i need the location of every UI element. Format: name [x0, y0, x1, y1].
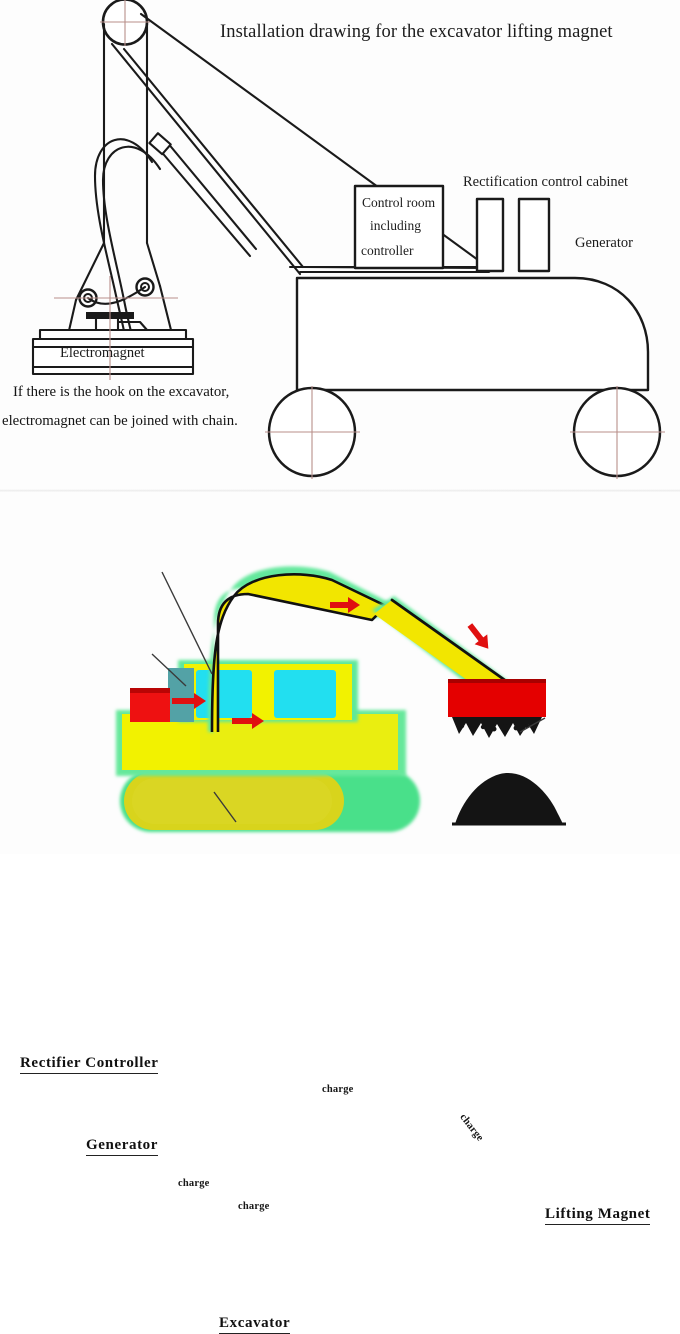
bottom-illustration-panel: Rectifier Controller Generator Lifting M… — [0, 492, 680, 1334]
callout-lifting-magnet: Lifting Magnet — [545, 1206, 651, 1225]
boom-mast — [102, 22, 149, 245]
lifting-magnet-top-edge — [448, 679, 546, 683]
charge-arrow-3 — [330, 597, 360, 613]
excavator-upper-structure — [178, 660, 358, 722]
centerline-group — [54, 0, 665, 479]
excavator-arm-group — [372, 596, 520, 706]
boom-arm-lower — [110, 42, 302, 276]
leader-generator — [151, 653, 187, 687]
generator-unit-top — [130, 688, 170, 693]
panel-divider — [0, 489, 680, 492]
note-text-line1: If there is the hook on the excavator, — [13, 384, 230, 400]
electromagnet-base-plate — [31, 365, 195, 376]
linkage-bar — [86, 285, 147, 305]
generator-label: Generator — [575, 235, 633, 251]
scrap-metal-pile — [455, 772, 563, 824]
cab-window-right — [274, 670, 336, 718]
callout-leader-lines — [151, 571, 546, 823]
callout-excavator: Excavator — [219, 1315, 291, 1334]
crawler-track-highlight — [132, 778, 332, 824]
electromagnet-top-plate — [38, 328, 188, 341]
boom-mast-foot — [74, 241, 162, 302]
hydraulic-hose-inner — [101, 145, 162, 340]
generator-unit-group — [130, 688, 170, 722]
scrap-metal-pile-group — [452, 772, 566, 826]
top-diagram-drawing — [31, 0, 665, 479]
lifting-magnet-group — [448, 679, 546, 738]
magnet-cable — [116, 320, 149, 332]
rectification-cabinet-box-1 — [475, 197, 505, 273]
charge-arrow-group — [172, 597, 489, 729]
page-title: Installation drawing for the excavator l… — [220, 22, 613, 42]
charge-arrow-2 — [232, 713, 264, 729]
machine-body-shell — [295, 276, 650, 392]
control-room-box — [353, 184, 445, 270]
rectifier-controller-unit — [168, 668, 194, 722]
arm-body — [374, 600, 516, 702]
cab-window-left — [196, 670, 252, 718]
cab-pillar — [252, 668, 274, 720]
control-room-label-line3: controller — [361, 243, 414, 258]
bottom-diagram-drawing — [116, 566, 566, 832]
control-room-label-line1: Control room — [362, 195, 436, 210]
generator-unit — [130, 688, 170, 722]
leader-lifting-magnet — [519, 717, 546, 733]
rectification-cabinet-box-2 — [517, 197, 551, 273]
lifting-magnet-body — [448, 679, 546, 717]
hydraulic-cylinder-collar — [148, 132, 172, 156]
boom-arm-inner — [122, 47, 305, 269]
leader-rectifier-controller — [161, 571, 213, 675]
undercarriage-deck-shade — [200, 714, 398, 770]
magnet-mount-block — [94, 316, 120, 332]
charge-arrow-1 — [172, 693, 206, 709]
charge-label-controller: charge — [238, 1201, 270, 1212]
lifting-magnet-scrap-fringe — [452, 717, 542, 738]
charge-label-boom: charge — [322, 1084, 354, 1095]
leader-excavator — [213, 791, 237, 823]
crawler-track-group — [120, 770, 420, 832]
charge-label-generator: charge — [178, 1178, 210, 1189]
electromagnet-label: Electromagnet — [60, 345, 145, 361]
callout-generator: Generator — [86, 1137, 159, 1156]
rectification-cabinet-label: Rectification control cabinet — [463, 174, 629, 190]
hydraulic-cylinder-body — [157, 140, 258, 258]
charge-arrow-4 — [467, 623, 489, 649]
boom-outline — [210, 573, 388, 733]
note-text-line2: electromagnet can be joined with chain. — [2, 413, 238, 429]
callout-rectifier-controller: Rectifier Controller — [20, 1055, 159, 1074]
charge-label-arm: charge — [457, 1112, 486, 1144]
top-installation-diagram-panel: Installation drawing for the excavator l… — [0, 0, 680, 492]
control-room-label-line2: including — [370, 218, 421, 233]
arm-outline — [390, 598, 518, 690]
